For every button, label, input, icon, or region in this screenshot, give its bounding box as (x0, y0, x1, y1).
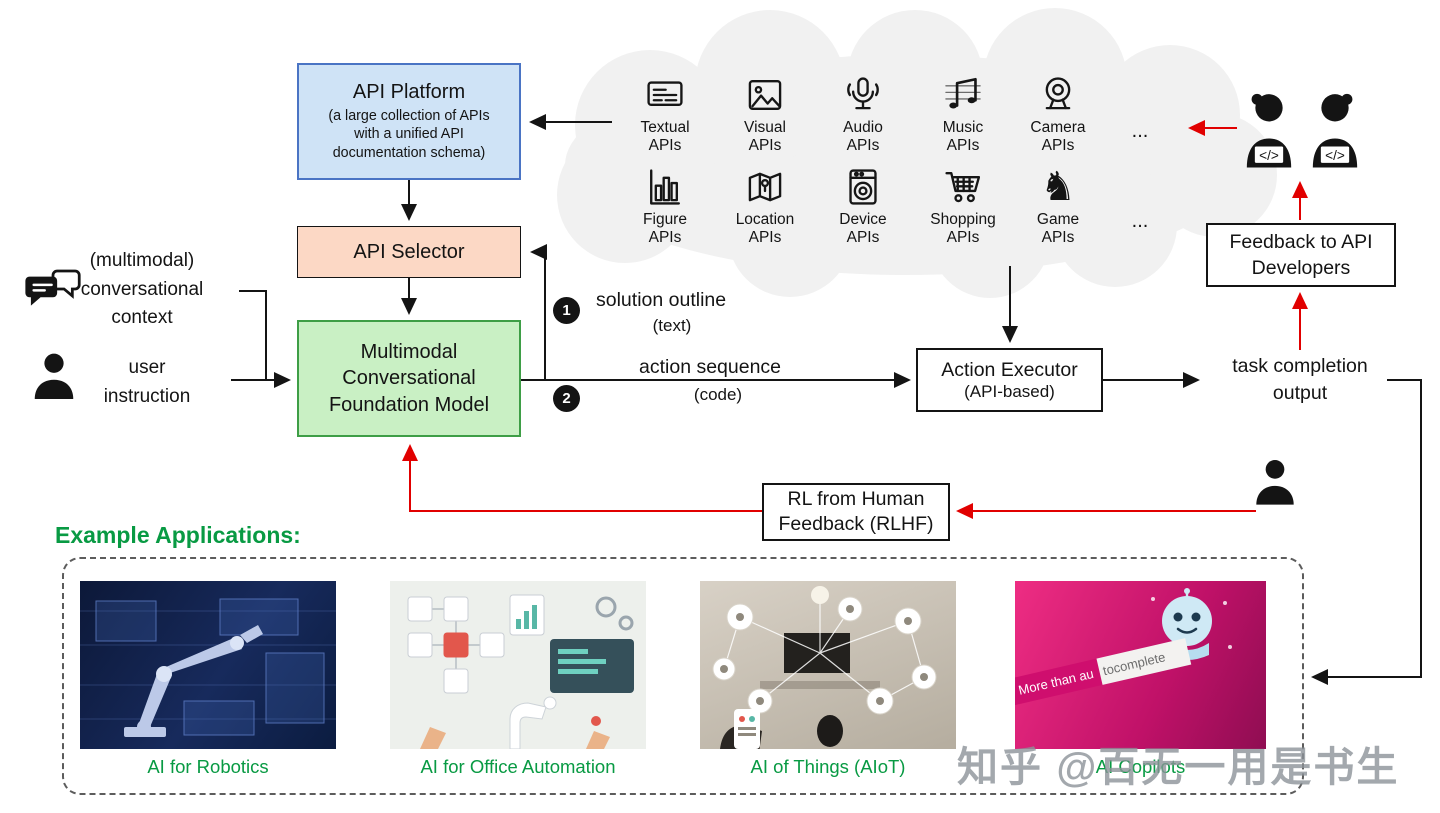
aiot-image (700, 581, 956, 749)
robotics-label: AI for Robotics (147, 756, 269, 777)
feedback-l1: Feedback to API (1229, 230, 1373, 253)
svg-text:</>: </> (1259, 148, 1279, 163)
foundation-model-box: Multimodal Conversational Foundation Mod… (297, 320, 521, 437)
arrow-rlhf-to-model (402, 444, 762, 512)
api-platform-sub1: (a large collection of APIs (328, 108, 490, 125)
action-sequence-sub: (code) (693, 385, 743, 404)
bracket-context (239, 290, 267, 380)
location-api-icon (748, 172, 782, 202)
visual-api-icon (748, 80, 782, 110)
applications-frame (62, 557, 1304, 795)
rlhf-box: RL from Human Feedback (RLHF) (762, 483, 950, 541)
rlhf-l2: Feedback (RLHF) (778, 513, 934, 535)
api-selector-box: API Selector (297, 226, 521, 278)
user-person-icon (34, 353, 74, 399)
svg-text:</>: </> (1325, 148, 1345, 163)
arrow-outline-loop-to-selector (530, 244, 547, 380)
cloud-ellipsis-row1: ... (1131, 120, 1149, 142)
context-label: (multimodal) conversational context (80, 250, 204, 328)
figure-api-icon (650, 169, 680, 205)
action-sequence-label: action sequence (635, 356, 786, 379)
api-selector-label: API Selector (353, 240, 465, 263)
game-api-icon: ♞ (1040, 165, 1076, 209)
shopping-api-icon (945, 172, 981, 203)
copilots-label: AI Copilots (1095, 756, 1186, 777)
action-executor-l1: Action Executor (941, 358, 1078, 381)
solution-outline-label: solution outline (596, 289, 727, 311)
watermark-text: 知乎 @百无一用是书生 (957, 744, 1400, 790)
arrow-output-to-applications (1311, 379, 1422, 685)
action-executor-l2: (API-based) (964, 381, 1055, 401)
step-1-badge: 1 (553, 297, 580, 324)
aiot-art (712, 586, 937, 749)
foundation-model-l3: Foundation Model (328, 393, 490, 416)
developer-icon-1: </> (1246, 93, 1292, 168)
user-instruction-label: user instruction (103, 357, 191, 407)
rlhf-l1: RL from Human (787, 487, 925, 510)
cloud-ellipsis-row2: ... (1131, 210, 1149, 232)
robotics-image (80, 581, 336, 749)
copilots-image: More than au tocomplete (1015, 581, 1266, 749)
audio-api-icon (847, 77, 879, 110)
api-platform-box: API Platform (a large collection of APIs… (297, 63, 521, 180)
action-executor-box: Action Executor (API-based) (916, 348, 1103, 412)
office-automation-art (407, 594, 634, 749)
feedback-l2: Developers (1251, 257, 1351, 279)
feedback-developers-box: Feedback to API Developers (1206, 223, 1396, 287)
office-automation-label: AI for Office Automation (420, 756, 616, 777)
music-api-icon (945, 77, 981, 109)
api-platform-title: API Platform (352, 81, 466, 104)
api-platform-sub3: documentation schema) (332, 144, 486, 161)
office-automation-image (390, 581, 646, 749)
chat-bubbles-icon (25, 269, 81, 306)
output-person-icon (1256, 460, 1294, 505)
example-applications-heading: Example Applications: (55, 522, 301, 548)
task-completion-label: task completion output (1232, 355, 1368, 404)
step-2-badge: 2 (553, 385, 580, 412)
device-api-icon (849, 169, 877, 205)
solution-outline-sub: (text) (652, 316, 692, 335)
developer-icon-2: </> (1312, 93, 1358, 168)
foundation-model-l1: Multimodal (360, 340, 458, 363)
api-platform-sub2: with a unified API (354, 126, 464, 143)
camera-api-icon (1045, 77, 1071, 110)
api-cloud-shape (557, 8, 1277, 298)
textual-api-icon (647, 81, 683, 107)
foundation-model-l2: Conversational (342, 367, 476, 390)
aiot-label: AI of Things (AIoT) (750, 756, 906, 777)
robotics-art (80, 598, 336, 737)
